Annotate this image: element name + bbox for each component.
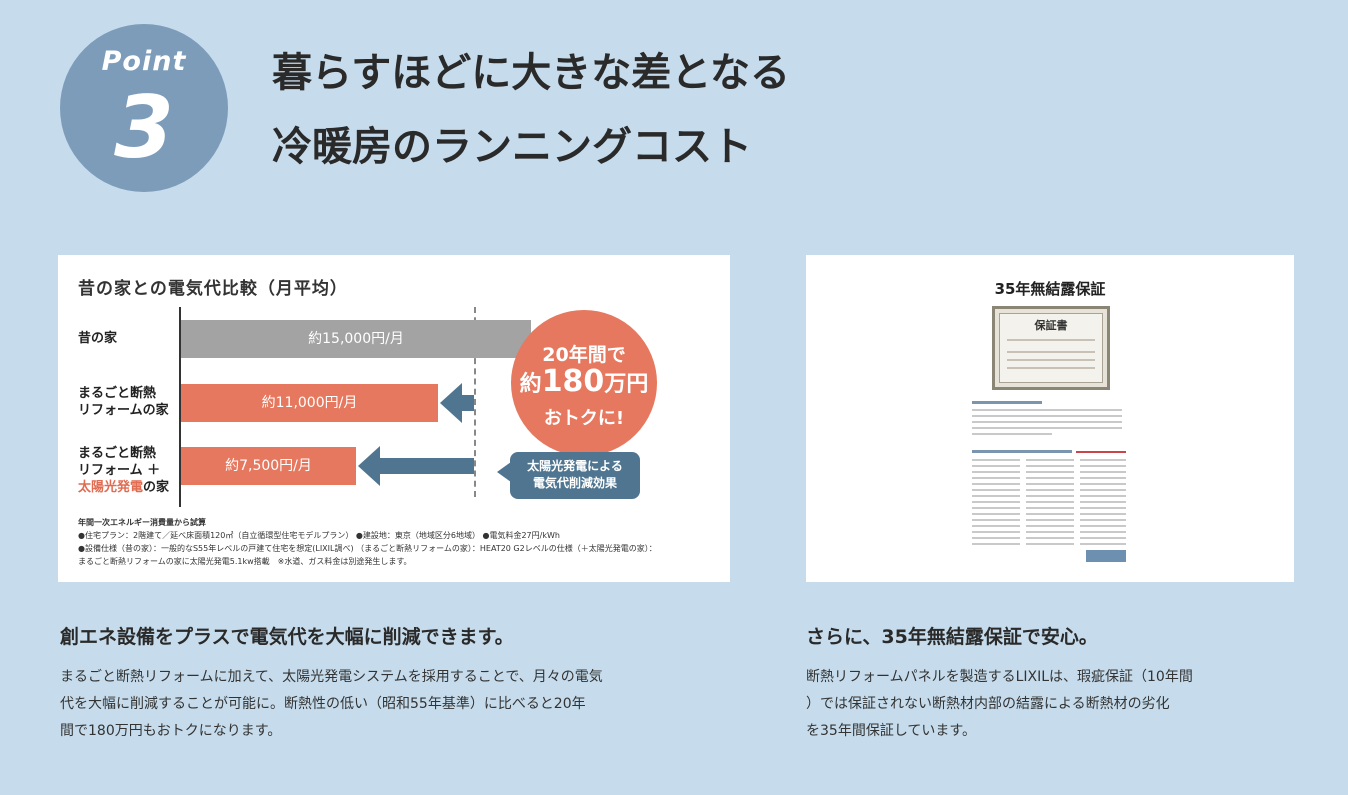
reduction-arrow-1 [440, 383, 474, 423]
doc-accent-rule [1076, 451, 1126, 453]
chart-footnotes: 年間一次エネルギー消費量から試算 ●住宅プラン：2階建て／延べ床面積120㎡（自… [78, 516, 718, 568]
point-word: Point [101, 46, 187, 77]
footnote: ●設備仕様（昔の家）：一般的なS55年レベルの戸建て住宅を想定(LIXIL調べ)… [78, 544, 657, 553]
right-heading: さらに、35年無結露保証で安心。 [806, 626, 1098, 648]
doc-text-block [972, 459, 1020, 549]
bar-value-label: 約15,000円/月 [308, 331, 404, 347]
chart-axis [179, 307, 181, 507]
page-title: 暮らすほどに大きな差となる 冷暖房のランニングコスト [272, 36, 790, 184]
row-label-reform-house: まるごと断熱 リフォームの家 [78, 385, 169, 419]
bar-value-label: 約7,500円/月 [225, 458, 312, 474]
chart-reference-line [474, 307, 476, 497]
callout-number: 180 [541, 364, 605, 399]
electricity-chart-panel: 昔の家との電気代比較（月平均） 昔の家 まるごと断熱 リフォームの家 まるごと断… [58, 255, 730, 582]
footnote: ●住宅プラン：2階建て／延べ床面積120㎡（自立循環型住宅モデルプラン） ●建設… [78, 531, 560, 540]
doc-text-block [972, 409, 1052, 439]
doc-section-rule [972, 450, 1072, 453]
row-label-text: リフォーム ＋ [78, 463, 161, 478]
callout-prefix: 約 [519, 372, 542, 397]
row-label-reform-solar-house: まるごと断熱 リフォーム ＋ 太陽光発電の家 [78, 445, 169, 496]
certificate-line [1007, 367, 1095, 369]
chart-title: 昔の家との電気代比較（月平均） [78, 279, 348, 299]
bar-reform-house: 約11,000円/月 [181, 384, 438, 422]
callout-suffix: 万円 [604, 372, 649, 397]
row-label-text: リフォームの家 [78, 403, 169, 418]
bar-old-house: 約15,000円/月 [181, 320, 531, 358]
certificate-title: 保証書 [1034, 319, 1068, 332]
certificate-line [1007, 351, 1095, 353]
certificate-inner [999, 313, 1103, 383]
doc-text-block [1026, 459, 1074, 549]
right-body-line: ）では保証されない断熱材内部の結露による断熱材の劣化 [806, 696, 1170, 712]
certificate-line [1007, 359, 1095, 361]
row-label-text: の家 [143, 480, 170, 495]
left-body: まるごと断熱リフォームに加えて、太陽光発電システムを採用することで、月々の電気 … [60, 664, 603, 745]
solar-note-line: 太陽光発電による [527, 459, 623, 473]
left-body-line: 間で180万円もおトクになります。 [60, 723, 282, 739]
doc-section-rule [972, 401, 1042, 404]
row-label-text: まるごと断熱 [78, 386, 157, 401]
right-body-line: 断熱リフォームパネルを製造するLIXILは、瑕疵保証（10年間 [806, 669, 1193, 685]
savings-callout: 20年間で 約180万円 おトクに! [511, 310, 657, 456]
bar-value-label: 約11,000円/月 [261, 395, 358, 411]
warranty-certificate: 保証書 [992, 306, 1110, 390]
point-number: 3 [114, 78, 174, 178]
left-body-line: まるごと断熱リフォームに加えて、太陽光発電システムを採用することで、月々の電気 [60, 669, 603, 685]
row-label-solar-text: 太陽光発電 [78, 480, 144, 495]
row-label-old-house: 昔の家 [78, 330, 117, 347]
left-body-line: 代を大幅に削減することが可能に。断熱性の低い（昭和55年基準）に比べると20年 [60, 696, 586, 712]
solar-note-line: 電気代削減効果 [532, 476, 617, 490]
right-body-line: を35年間保証しています。 [806, 723, 976, 739]
row-label-text: まるごと断熱 [78, 446, 157, 461]
reduction-arrow-2 [358, 446, 474, 486]
row-label-text: 昔の家 [78, 331, 118, 346]
bar-reform-solar-house: 約7,500円/月 [181, 447, 356, 485]
callout-line-3: おトクに! [543, 408, 625, 429]
left-heading: 創エネ設備をプラスで電気代を大幅に削減できます。 [60, 626, 514, 648]
solar-effect-label: 太陽光発電による 電気代削減効果 [497, 452, 640, 499]
right-body: 断熱リフォームパネルを製造するLIXILは、瑕疵保証（10年間 ）では保証されな… [806, 664, 1193, 745]
title-line-2: 冷暖房のランニングコスト [272, 124, 752, 170]
certificate-line [1007, 339, 1095, 341]
doc-text-block [1052, 409, 1122, 433]
callout-line-1: 20年間で [542, 344, 626, 366]
point-badge: Point 3 [60, 24, 228, 192]
footnote: まるごと断熱リフォームの家に太陽光発電5.1kw搭載 ※水道、ガス料金は別途発生… [78, 557, 412, 566]
warranty-doc-title: 35年無結露保証 [994, 280, 1106, 298]
doc-stamp [1086, 550, 1126, 562]
warranty-document-panel: 35年無結露保証 保証書 [806, 255, 1294, 582]
callout-line-2: 約180万円 [511, 364, 657, 399]
doc-text-block [1080, 459, 1126, 545]
footnote: 年間一次エネルギー消費量から試算 [78, 518, 206, 527]
title-line-1: 暮らすほどに大きな差となる [272, 50, 790, 96]
